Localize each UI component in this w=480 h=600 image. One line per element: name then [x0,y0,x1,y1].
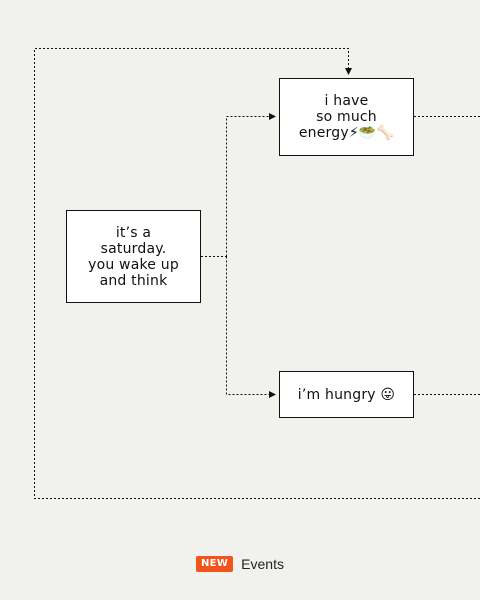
new-badge: NEW [196,556,234,572]
node-saturday-start[interactable]: it’s a saturday. you wake up and think [66,210,201,303]
node-so-much-energy[interactable]: i have so much energy⚡🥗🦴 [279,78,414,156]
edge-start-to-hungry [226,256,276,398]
node-saturday-label: it’s a saturday. you wake up and think [88,224,179,289]
events-label: Events [241,556,284,572]
node-energy-label: i have so much energy⚡🥗🦴 [298,93,395,141]
edge-start-to-energy [226,113,276,257]
footer-events-link[interactable]: NEW Events [0,556,480,572]
edge-loop-to-energy [34,48,480,499]
node-hungry-label: i’m hungry 😛 [297,386,396,403]
node-im-hungry[interactable]: i’m hungry 😛 [279,371,414,418]
